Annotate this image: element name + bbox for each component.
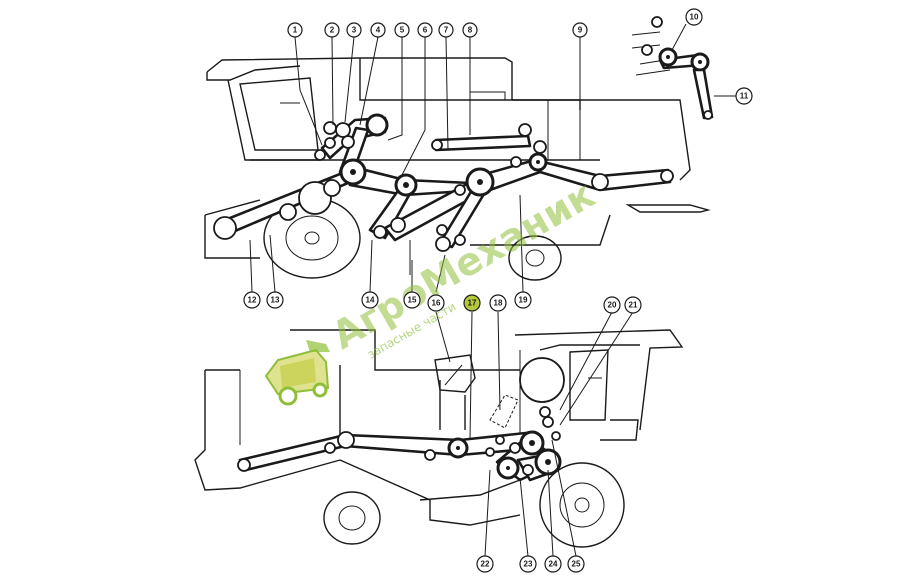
svg-text:17: 17	[468, 299, 477, 308]
svg-text:6: 6	[423, 26, 428, 35]
callout-25: 25	[567, 555, 585, 573]
top-belt-system	[213, 113, 674, 252]
callout-24: 24	[544, 555, 562, 573]
callout-1: 1	[287, 22, 303, 38]
top-combine-outline	[204, 57, 711, 281]
callout-19: 19	[514, 291, 532, 309]
svg-text:7: 7	[444, 26, 449, 35]
callout-6: 6	[417, 22, 433, 38]
svg-text:18: 18	[494, 299, 503, 308]
callout-8: 8	[462, 22, 478, 38]
svg-text:15: 15	[408, 296, 417, 305]
svg-text:5: 5	[400, 26, 405, 35]
inset-detail-10-11	[631, 16, 714, 120]
svg-text:21: 21	[629, 301, 638, 310]
svg-text:9: 9	[578, 26, 583, 35]
callout-17: 17	[463, 294, 481, 312]
callout-16: 16	[427, 294, 445, 312]
callout-22: 22	[476, 555, 494, 573]
svg-text:20: 20	[608, 301, 617, 310]
callout-4: 4	[370, 22, 386, 38]
leader-lines	[249, 23, 736, 557]
callout-5: 5	[394, 22, 410, 38]
callout-11: 11	[735, 87, 753, 105]
svg-text:25: 25	[572, 560, 581, 569]
bottom-combine-outline	[194, 329, 684, 548]
callout-14: 14	[361, 291, 379, 309]
svg-text:19: 19	[519, 296, 528, 305]
svg-text:1: 1	[293, 26, 298, 35]
svg-text:8: 8	[468, 26, 473, 35]
callout-12: 12	[243, 291, 261, 309]
svg-text:23: 23	[524, 560, 533, 569]
svg-text:10: 10	[690, 13, 699, 22]
svg-text:3: 3	[352, 26, 357, 35]
svg-text:11: 11	[740, 92, 749, 101]
svg-text:16: 16	[432, 299, 441, 308]
combine-harvester-icon	[264, 340, 330, 406]
callout-13: 13	[266, 291, 284, 309]
svg-text:13: 13	[271, 296, 280, 305]
callout-9: 9	[572, 22, 588, 38]
callout-7: 7	[438, 22, 454, 38]
callout-15: 15	[403, 291, 421, 309]
callout-18: 18	[489, 294, 507, 312]
svg-text:24: 24	[549, 560, 558, 569]
svg-text:12: 12	[248, 296, 257, 305]
callout-23: 23	[519, 555, 537, 573]
bottom-belt-system	[237, 357, 565, 482]
callout-21: 21	[624, 296, 642, 314]
callout-10: 10	[685, 8, 703, 26]
svg-text:14: 14	[366, 296, 375, 305]
svg-text:2: 2	[330, 26, 335, 35]
svg-text:4: 4	[376, 26, 381, 35]
svg-text:22: 22	[481, 560, 490, 569]
callout-20: 20	[603, 296, 621, 314]
callout-3: 3	[346, 22, 362, 38]
callout-2: 2	[324, 22, 340, 38]
